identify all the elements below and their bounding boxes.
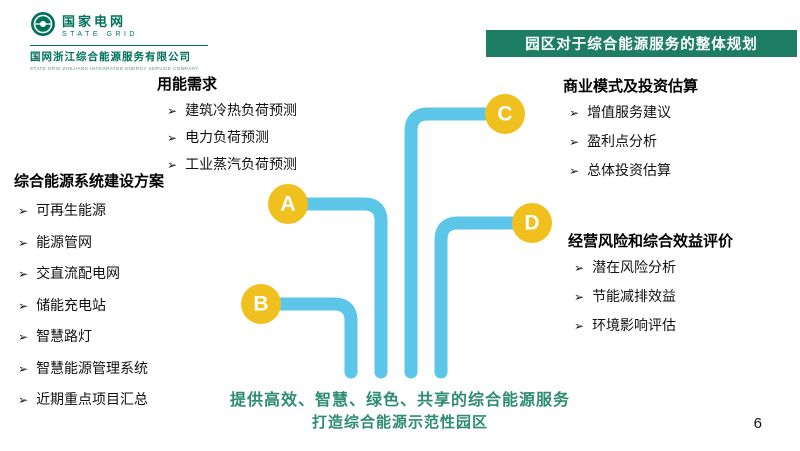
- list-item: ➢ 总体投资估算: [569, 162, 672, 178]
- section-energy-demand: 用能需求 ➢ 建筑冷热负荷预测 ➢ 电力负荷预测 ➢ 工业蒸汽负荷预测: [157, 73, 297, 181]
- branch-d-line: [434, 216, 522, 379]
- state-grid-logo: 国家电网 STATE GRID 国网浙江综合能源服务有限公司 STATE GRI…: [30, 11, 260, 71]
- section-risk-evaluation: 经营风险和综合效益评价 ➢ 潜在风险分析 ➢ 节能减排效益 ➢ 环境影响评估: [568, 230, 733, 344]
- list-item: ➢ 可再生能源: [18, 202, 107, 218]
- arrow-bullet-icon: ➢: [18, 393, 29, 407]
- list-item: ➢ 交直流配电网: [18, 265, 121, 281]
- slide-title-banner: 园区对于综合能源服务的整体规划: [486, 30, 797, 57]
- logo-divider: [30, 45, 208, 46]
- list-item: ➢ 近期重点项目汇总: [18, 391, 149, 407]
- arrow-bullet-icon: ➢: [574, 319, 585, 333]
- brand-name-en: STATE GRID: [62, 30, 138, 38]
- arrow-bullet-icon: ➢: [18, 361, 29, 376]
- section-heading: 经营风险和综合效益评价: [568, 233, 734, 250]
- section-construction-plan: 综合能源系统建设方案 ➢ 可再生能源 ➢ 能源管网 ➢ 交直流配电网 ➢ 储能充…: [14, 170, 164, 421]
- list-item: ➢ 盈利点分析: [569, 133, 658, 149]
- arrow-bullet-icon: ➢: [574, 290, 585, 304]
- node-d: D: [512, 203, 552, 243]
- list-item: ➢ 建筑冷热负荷预测: [167, 102, 298, 118]
- node-a: A: [268, 184, 308, 224]
- section-heading: 综合能源系统建设方案: [14, 173, 165, 190]
- arrow-bullet-icon: ➢: [18, 204, 29, 218]
- section-business-model: 商业模式及投资估算 ➢ 增值服务建议 ➢ 盈利点分析 ➢ 总体投资估算: [563, 75, 698, 189]
- node-d-label: D: [524, 212, 539, 235]
- list-item: ➢ 节能减排效益: [574, 288, 677, 304]
- section-heading: 用能需求: [157, 76, 218, 93]
- list-item: ➢ 能源管网: [18, 233, 93, 250]
- state-grid-emblem-icon: [30, 11, 56, 42]
- branch-a-line: [298, 197, 388, 379]
- node-c: C: [485, 94, 525, 134]
- slogan-line-2: 打造综合能源示范性园区: [311, 414, 488, 431]
- branch-b-line: [271, 297, 358, 379]
- company-name-en: STATE GRID ZHEJIANG INTEGRATED ENERGY SE…: [30, 66, 199, 71]
- node-c-label: C: [497, 103, 512, 126]
- branch-c-line: [404, 107, 495, 379]
- arrow-bullet-icon: ➢: [569, 164, 580, 178]
- list-item: ➢ 工业蒸汽负荷预测: [167, 156, 298, 172]
- company-name-cn: 国网浙江综合能源服务有限公司: [30, 51, 191, 63]
- arrow-bullet-icon: ➢: [574, 261, 585, 275]
- arrow-bullet-icon: ➢: [18, 330, 29, 344]
- section-heading: 商业模式及投资估算: [563, 78, 699, 95]
- node-b-label: B: [253, 293, 268, 316]
- list-item: ➢ 潜在风险分析: [574, 259, 677, 275]
- arrow-bullet-icon: ➢: [167, 131, 178, 145]
- arrow-bullet-icon: ➢: [18, 298, 29, 313]
- node-a-label: A: [280, 193, 295, 216]
- brand-name-cn: 国家电网: [62, 14, 127, 29]
- list-item: ➢ 环境影响评估: [574, 317, 677, 333]
- arrow-bullet-icon: ➢: [167, 104, 178, 118]
- slogan-line-1: 提供高效、智慧、绿色、共享的综合能源服务: [229, 392, 570, 409]
- arrow-bullet-icon: ➢: [18, 235, 29, 250]
- list-item: ➢ 电力负荷预测: [167, 129, 270, 145]
- node-b: B: [241, 284, 281, 324]
- list-item: ➢ 增值服务建议: [569, 104, 672, 120]
- list-item: ➢ 储能充电站: [18, 296, 107, 313]
- list-item: ➢ 智慧能源管理系统: [18, 359, 149, 376]
- list-item: ➢ 智慧路灯: [18, 328, 93, 344]
- page-number: 6: [753, 415, 762, 432]
- arrow-bullet-icon: ➢: [569, 135, 580, 149]
- arrow-bullet-icon: ➢: [569, 106, 580, 120]
- arrow-bullet-icon: ➢: [18, 267, 29, 281]
- arrow-bullet-icon: ➢: [167, 158, 178, 172]
